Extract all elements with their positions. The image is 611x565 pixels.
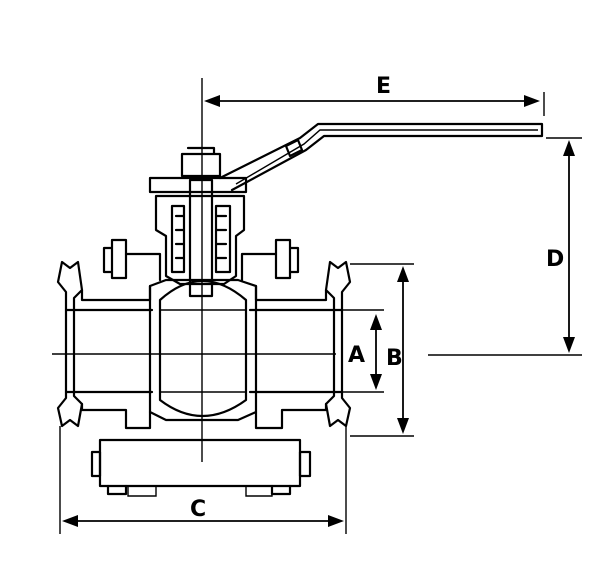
label-c: C	[190, 497, 206, 522]
handle	[218, 122, 544, 192]
bottom-left-nut	[90, 450, 128, 496]
bottom-right-nut	[270, 450, 312, 496]
label-b: B	[386, 346, 403, 371]
label-d: D	[546, 247, 564, 272]
valve-body	[56, 238, 352, 497]
top-cap-plate	[124, 252, 278, 282]
stop-plate	[148, 176, 248, 194]
dimension-e: E	[204, 74, 545, 116]
bottom-cap	[98, 438, 302, 488]
label-a: A	[348, 343, 365, 368]
center-body	[148, 278, 258, 422]
gland-housing	[154, 194, 246, 286]
ball	[158, 280, 248, 417]
left-body-section	[80, 284, 152, 430]
handle-lever-inner	[235, 129, 538, 185]
dimension-d: D	[428, 137, 582, 356]
left-top-bolt	[102, 238, 128, 280]
right-flange	[324, 260, 352, 428]
left-flange	[56, 260, 84, 428]
handle-lever	[218, 122, 544, 192]
bottom-inner-rects	[127, 486, 273, 497]
stem-assembly	[148, 146, 248, 298]
packing-right	[214, 204, 232, 274]
stem	[188, 178, 214, 298]
stem-nut	[180, 146, 222, 178]
dimension-b: B	[350, 263, 414, 437]
right-body-section	[254, 284, 328, 430]
handle-grip-end	[284, 138, 304, 158]
dimension-a: A	[342, 309, 384, 393]
label-e: E	[376, 74, 391, 99]
dimension-c: C	[59, 426, 347, 534]
right-top-bolt	[274, 238, 300, 280]
packing-left	[170, 204, 186, 274]
